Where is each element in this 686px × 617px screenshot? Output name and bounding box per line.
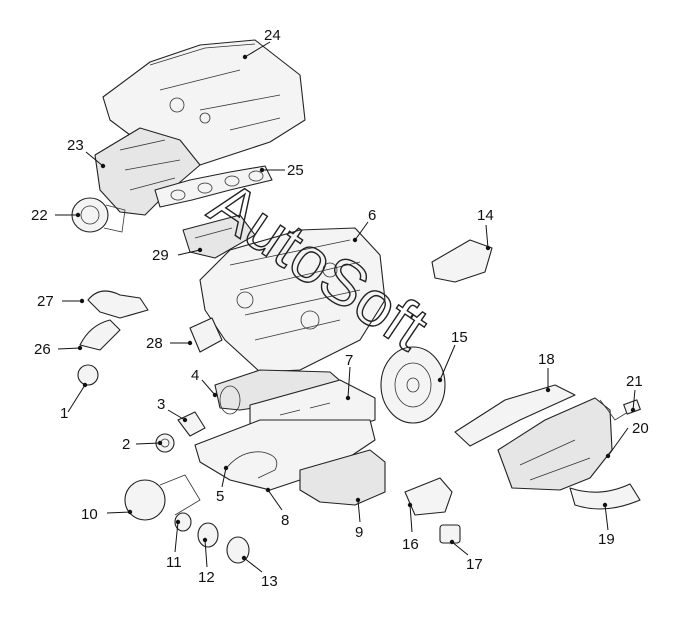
callout-23: 23 — [67, 137, 84, 154]
thermostat-housing — [77, 364, 99, 386]
callout-10: 10 — [81, 506, 98, 523]
oil-filter-seal — [174, 512, 192, 532]
callout-26: 26 — [34, 341, 51, 358]
callout-24: 24 — [264, 27, 281, 44]
callout-1: 1 — [60, 405, 68, 422]
coolant-pipe-upper — [87, 290, 149, 319]
leader-lines — [55, 41, 636, 573]
intake-gaskets — [154, 165, 273, 208]
callout-15: 15 — [451, 329, 468, 346]
callout-25: 25 — [287, 162, 304, 179]
engine-mount-bracket — [404, 477, 453, 516]
callout-4: 4 — [191, 367, 199, 384]
callout-3: 3 — [157, 396, 165, 413]
exhaust-downpipe — [569, 483, 641, 510]
seal-sleeve — [177, 411, 206, 437]
callout-labels: 1 2 3 4 5 6 7 8 9 10 11 12 13 14 15 16 1… — [31, 27, 649, 590]
oil-filter-element — [197, 522, 219, 548]
oil-pickup-tube — [224, 451, 278, 479]
callout-13: 13 — [261, 573, 278, 590]
leader-dots — [75, 54, 636, 561]
callout-22: 22 — [31, 207, 48, 224]
callout-11: 11 — [166, 554, 182, 571]
flywheel — [380, 346, 446, 424]
callout-29: 29 — [152, 247, 169, 264]
callout-17: 17 — [466, 556, 483, 573]
oil-filter-adapter — [124, 474, 201, 521]
oxygen-sensor — [599, 399, 641, 421]
callout-14: 14 — [477, 207, 494, 224]
exhaust-gasket — [454, 384, 576, 447]
callout-20: 20 — [632, 420, 649, 437]
starter-bracket — [431, 239, 493, 283]
callout-19: 19 — [598, 531, 615, 548]
coolant-pipe-lower — [79, 319, 121, 351]
callout-27: 27 — [37, 293, 54, 310]
callout-7: 7 — [345, 352, 353, 369]
callout-16: 16 — [402, 536, 419, 553]
callout-8: 8 — [281, 512, 289, 529]
callout-5: 5 — [216, 488, 224, 505]
engine-mount — [439, 524, 461, 544]
callout-18: 18 — [538, 351, 555, 368]
oil-pan — [299, 449, 386, 506]
crank-pulley-hub — [155, 433, 175, 453]
intake-adapter — [182, 214, 256, 259]
callout-21: 21 — [626, 373, 643, 390]
callout-2: 2 — [122, 436, 130, 453]
oil-filter-housing — [189, 317, 223, 353]
callout-9: 9 — [355, 524, 363, 541]
callout-6: 6 — [368, 207, 376, 224]
callout-28: 28 — [146, 335, 163, 352]
engine-block — [199, 227, 386, 373]
callout-12: 12 — [198, 569, 215, 586]
